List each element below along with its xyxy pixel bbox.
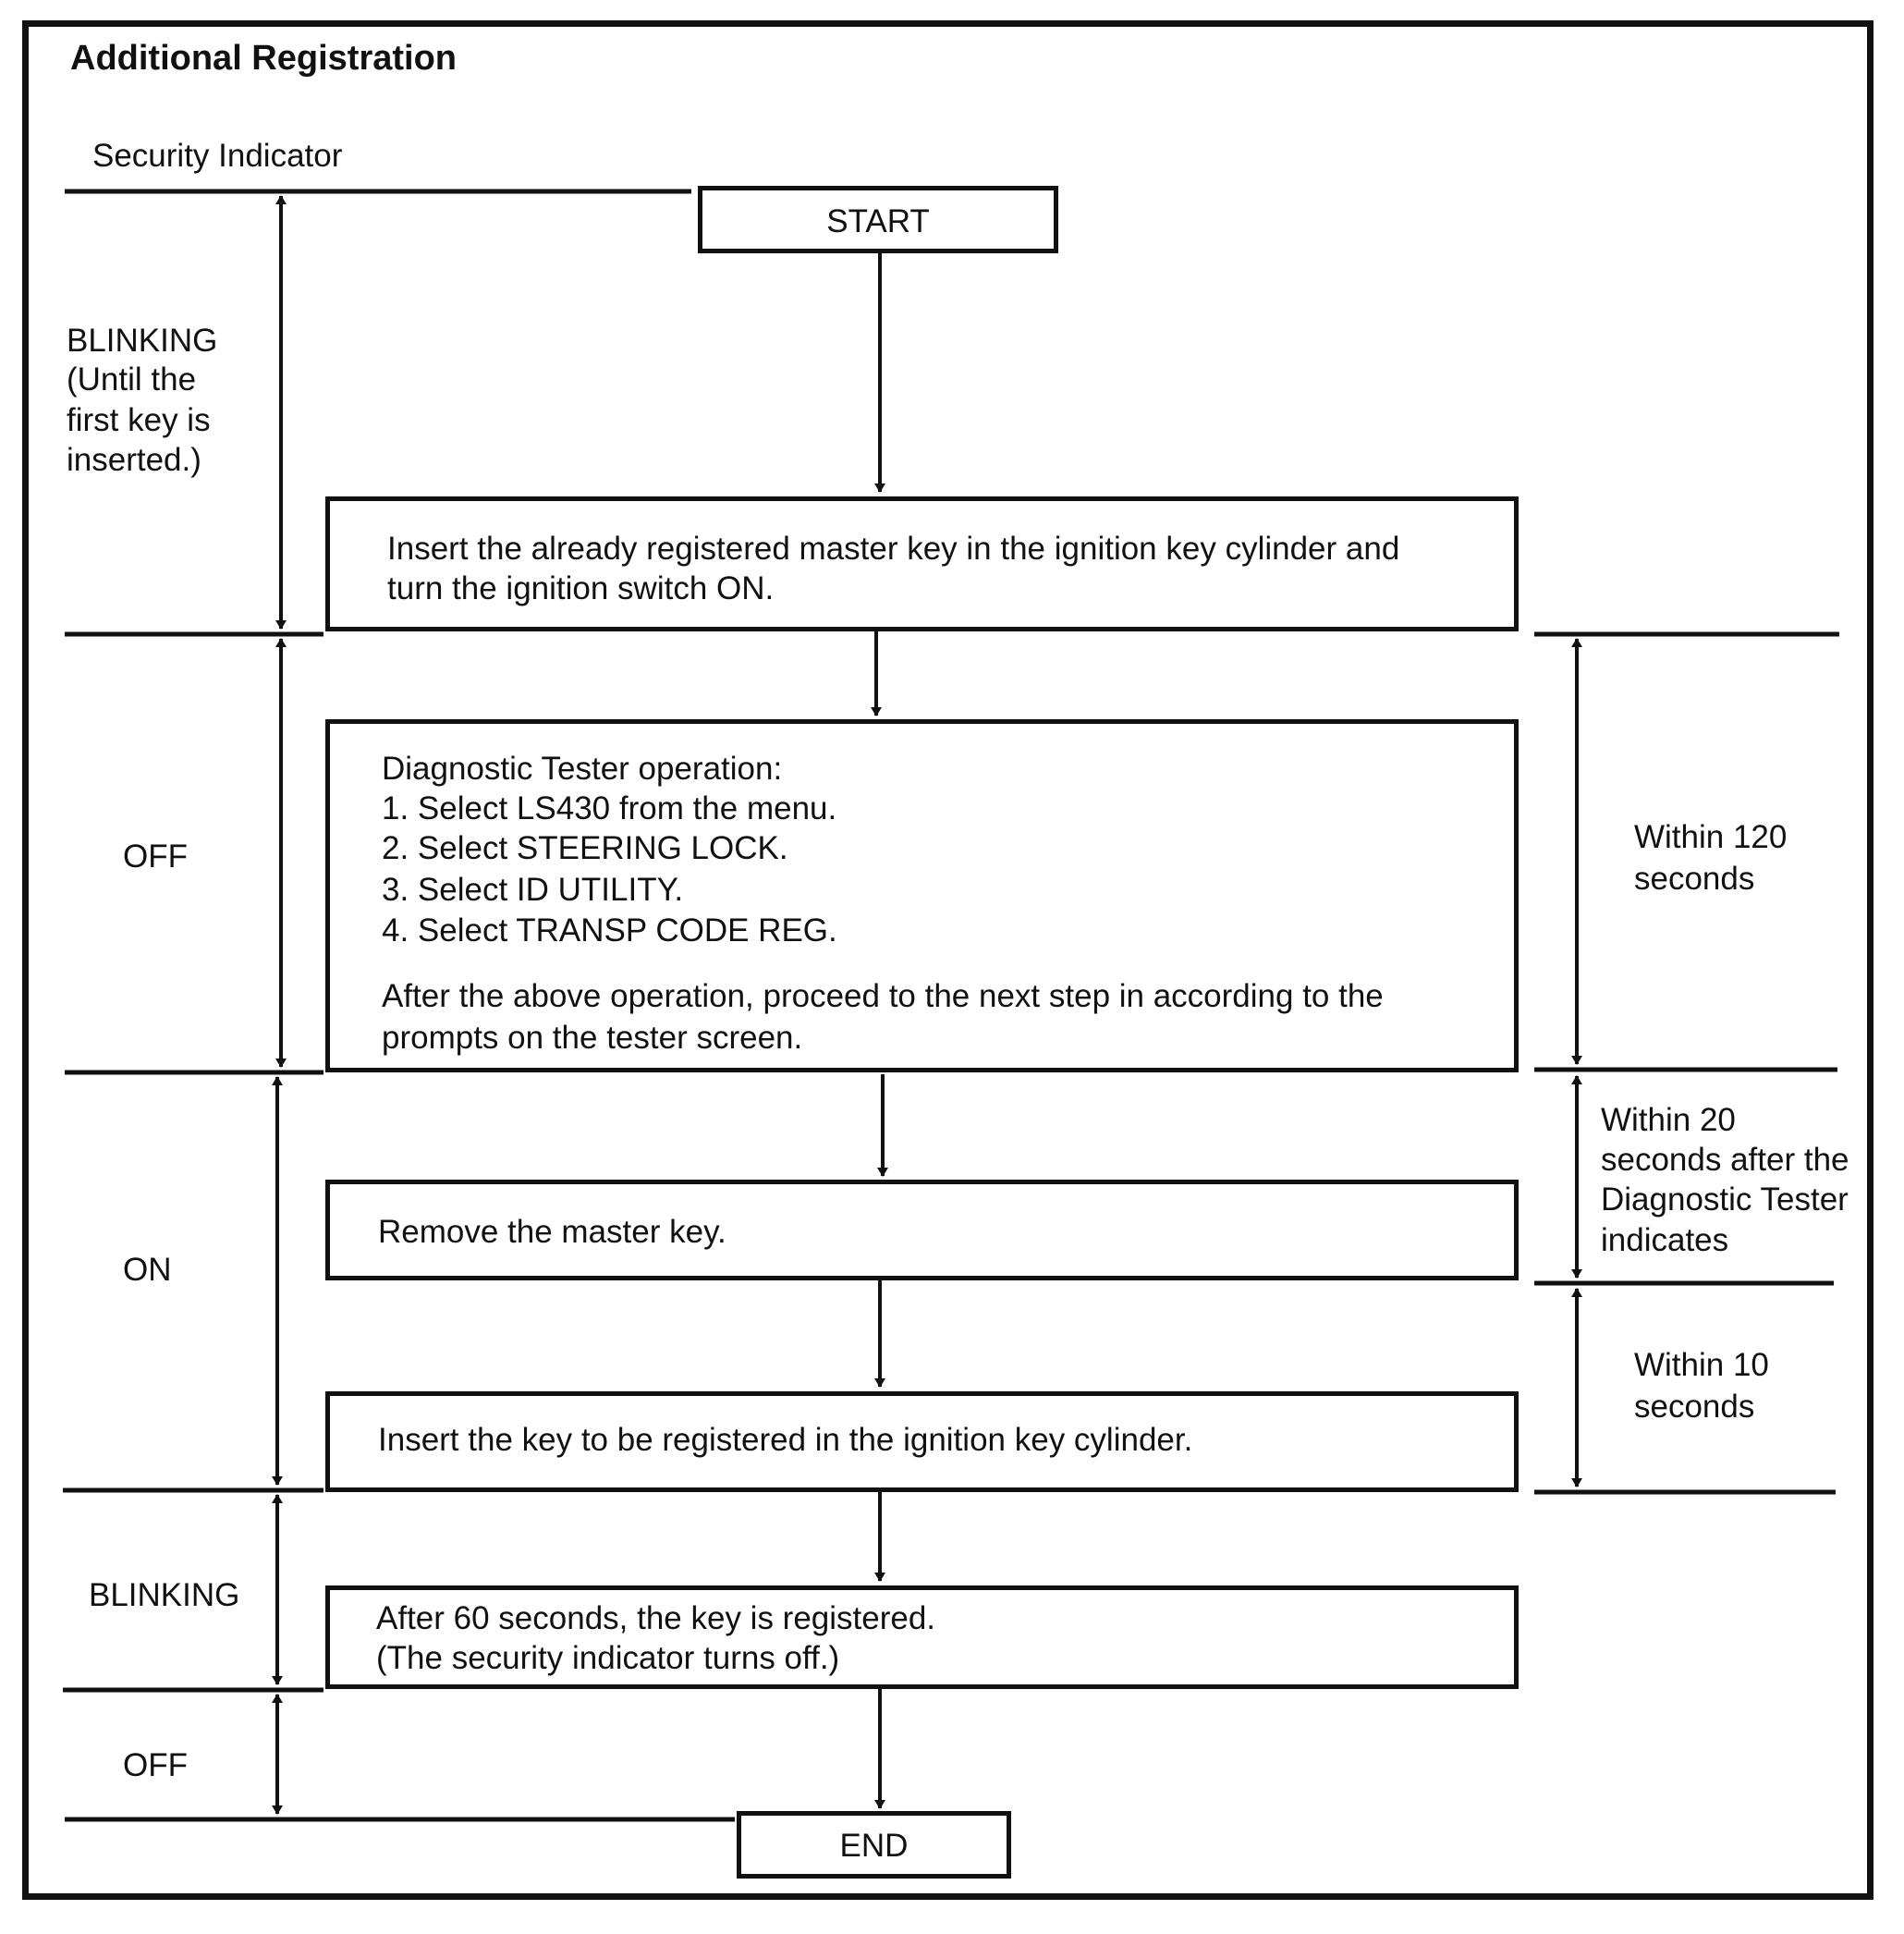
step-text: turn the ignition switch ON. bbox=[387, 570, 775, 606]
step-text: Insert the key to be registered in the i… bbox=[378, 1422, 1193, 1458]
step-heading: Diagnostic Tester operation: bbox=[382, 751, 783, 787]
state-off-label: OFF bbox=[123, 1747, 188, 1783]
step-box-diagnostic-tester: Diagnostic Tester operation: 1. Select L… bbox=[325, 719, 1519, 1072]
state-blinking-note: first key is bbox=[67, 402, 211, 438]
state-off-label: OFF bbox=[123, 838, 188, 875]
state-blinking-label: BLINKING bbox=[67, 323, 218, 359]
step-text: Insert the already registered master key… bbox=[387, 531, 1400, 567]
diagram-title: Additional Registration bbox=[70, 39, 457, 78]
step-box-remove-master-key: Remove the master key. bbox=[325, 1180, 1519, 1280]
state-blinking-label: BLINKING bbox=[89, 1577, 240, 1613]
timing-label: Within 120 bbox=[1634, 819, 1788, 855]
timing-label: Within 10 bbox=[1634, 1347, 1769, 1383]
state-on-label: ON bbox=[123, 1252, 172, 1288]
step-note: After the above operation, proceed to th… bbox=[382, 978, 1384, 1014]
start-box: START bbox=[698, 186, 1058, 253]
step-box-insert-master-key: Insert the already registered master key… bbox=[325, 496, 1519, 631]
step-list-item: 2. Select STEERING LOCK. bbox=[382, 830, 788, 866]
indicator-heading: Security Indicator bbox=[92, 138, 343, 174]
step-text: (The security indicator turns off.) bbox=[376, 1640, 840, 1676]
timing-label: seconds after the bbox=[1601, 1142, 1849, 1178]
timing-label: Within 20 bbox=[1601, 1102, 1736, 1138]
state-blinking-note: inserted.) bbox=[67, 442, 201, 478]
step-text: Remove the master key. bbox=[378, 1214, 726, 1250]
timing-label: Diagnostic Tester bbox=[1601, 1181, 1849, 1218]
step-list-item: 1. Select LS430 from the menu. bbox=[382, 790, 837, 826]
timing-label: seconds bbox=[1634, 1389, 1755, 1425]
end-box: END bbox=[737, 1811, 1011, 1879]
end-label: END bbox=[839, 1828, 909, 1864]
start-label: START bbox=[826, 203, 930, 239]
timing-label: seconds bbox=[1634, 861, 1755, 897]
state-blinking-note: (Until the bbox=[67, 361, 197, 398]
step-box-key-registered: After 60 seconds, the key is registered.… bbox=[325, 1585, 1519, 1689]
step-box-insert-new-key: Insert the key to be registered in the i… bbox=[325, 1391, 1519, 1492]
step-text: After 60 seconds, the key is registered. bbox=[376, 1600, 936, 1636]
timing-label: indicates bbox=[1601, 1222, 1729, 1258]
diagram-frame bbox=[22, 20, 1873, 1900]
step-list-item: 4. Select TRANSP CODE REG. bbox=[382, 912, 837, 949]
step-note: prompts on the tester screen. bbox=[382, 1020, 803, 1056]
step-list-item: 3. Select ID UTILITY. bbox=[382, 872, 684, 908]
